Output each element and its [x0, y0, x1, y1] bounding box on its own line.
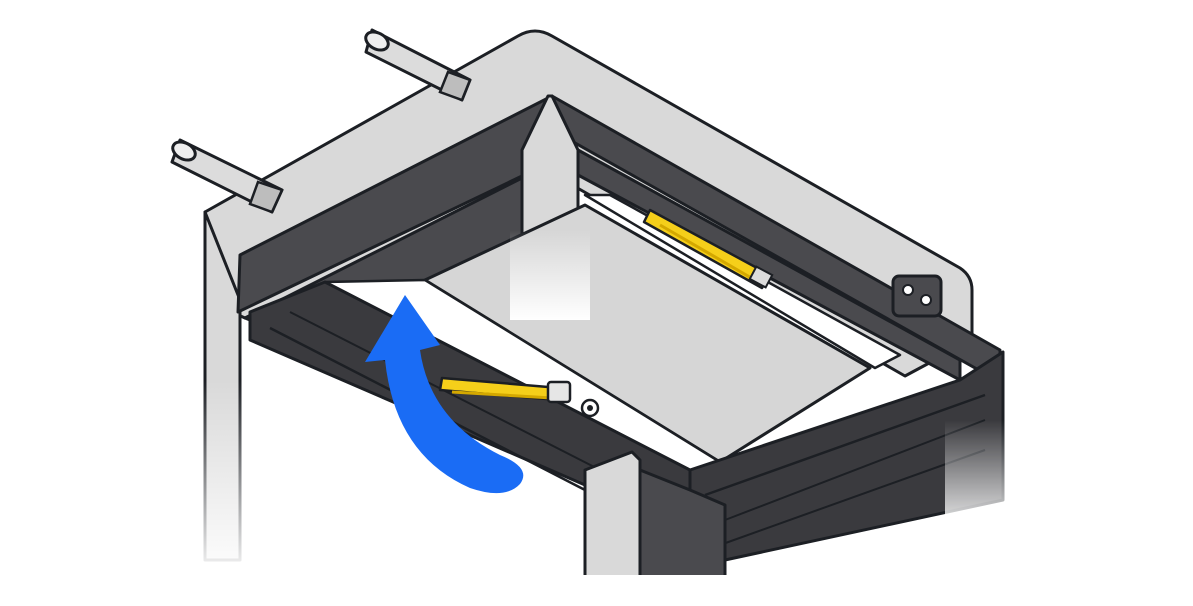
fade-right	[945, 420, 1015, 540]
spring-pin-icon	[438, 376, 600, 418]
alignment-pin-icon	[170, 138, 284, 214]
spring-pin-icon	[642, 208, 774, 290]
fade-left	[190, 380, 260, 580]
hinge-icon	[891, 274, 943, 318]
fade-center	[510, 230, 590, 320]
front-post	[583, 450, 642, 587]
far-strip	[583, 193, 902, 370]
front-post-dark	[638, 468, 727, 587]
curved-arrow-icon	[365, 295, 524, 494]
alignment-pin-icon	[364, 28, 472, 102]
fade-bottom	[0, 575, 1193, 606]
